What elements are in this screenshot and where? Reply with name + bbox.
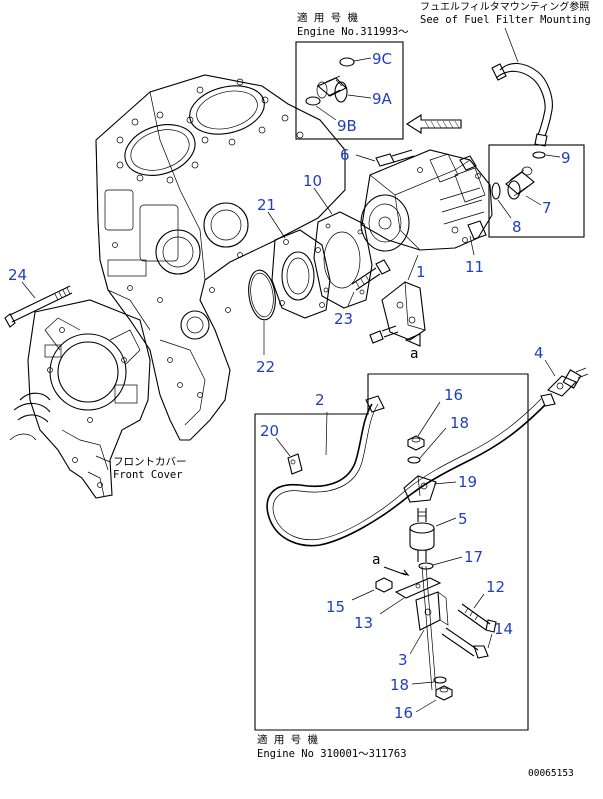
callout-3: 3: [398, 651, 408, 669]
callout-23: 23: [334, 310, 353, 328]
callout-5: 5: [458, 510, 468, 528]
reference-marker-a-bottom: a: [372, 552, 410, 577]
svg-text:a: a: [410, 346, 418, 362]
fuel-pipe-2: [266, 393, 556, 547]
callout-13: 13: [354, 614, 373, 632]
bolt-23: [351, 259, 391, 291]
callout-12: 12: [486, 578, 505, 596]
callout-7: 7: [542, 199, 552, 217]
callout-22: 22: [256, 358, 275, 376]
engine-block: [95, 74, 346, 441]
bolt-12: [457, 603, 497, 633]
front-cover: [27, 299, 151, 499]
fitting-7-drawing: [505, 166, 535, 200]
bolt-14: [441, 627, 489, 659]
inset-box-current-parts: [488, 144, 585, 238]
callout-1: 1: [416, 263, 426, 281]
callout-16-bottom: 16: [394, 704, 413, 722]
front-cover-label-en: Front Cover: [113, 469, 183, 481]
engine-number-bottom: Engine No 310001～311763: [257, 748, 407, 760]
flange-21: [271, 229, 331, 319]
callout-16-top: 16: [444, 386, 463, 404]
clip-20: [287, 453, 303, 475]
callout-18-top: 18: [450, 414, 469, 432]
o-ring-9B: [305, 96, 321, 106]
callout-9B: 9B: [337, 117, 357, 135]
fuel-filter-note-en: See of Fuel Filter Mounting: [420, 14, 591, 26]
callout-17: 17: [464, 548, 483, 566]
callout-4: 4: [534, 344, 544, 362]
bottom-inset-box: [254, 373, 529, 731]
arrow-inset-to-pump: [405, 113, 462, 135]
applicable-label-bottom: 適 用 号 機: [257, 733, 318, 746]
bolt-24: [4, 285, 73, 328]
fuel-filter-note-jp: フュエルフィルタマウンティング参照: [420, 0, 589, 13]
reference-marker-a-top: a: [404, 333, 421, 362]
injection-pump-1: [360, 149, 493, 252]
fitting-9A-drawing: [316, 75, 348, 103]
clamp-19: [403, 475, 437, 503]
gasket-10: [313, 211, 373, 309]
svg-text:a: a: [372, 552, 380, 568]
washer-18-top: [407, 456, 421, 464]
callout-19: 19: [458, 473, 477, 491]
fuel-line-to-filter: [491, 62, 553, 147]
callout-9A: 9A: [372, 90, 393, 108]
callout-24: 24: [8, 266, 27, 284]
front-cover-label-jp: フロントカバー: [113, 456, 187, 468]
callout-2: 2: [315, 391, 325, 409]
applicable-label-top: 適 用 号 機: [297, 11, 358, 24]
rubber-mount-5: [409, 508, 435, 562]
nut-16-bottom: [435, 685, 453, 701]
bracket-bolt: [369, 325, 399, 344]
callout-20: 20: [260, 422, 279, 440]
engine-number-top: Engine No.311993～: [297, 26, 409, 38]
callout-9C: 9C: [372, 50, 392, 68]
callout-14: 14: [494, 620, 513, 638]
pressure-sensor-4: [547, 367, 589, 397]
o-ring-8: [491, 182, 501, 200]
inset-box-early-parts: [295, 41, 404, 140]
callout-18-bottom: 18: [390, 676, 409, 694]
document-number: 00065153: [528, 768, 574, 779]
bracket-13: [394, 577, 442, 599]
callout-8: 8: [512, 218, 522, 236]
callout-21: 21: [257, 196, 276, 214]
callout-15: 15: [326, 598, 345, 616]
nut-15: [375, 577, 393, 593]
o-ring-9: [532, 151, 546, 159]
callout-10: 10: [303, 172, 322, 190]
callout-6: 6: [340, 146, 350, 164]
washer-18-bottom: [433, 676, 447, 684]
o-ring-22: [248, 269, 276, 321]
front-cover-gasket: [9, 392, 51, 441]
nut-16-top: [407, 435, 425, 451]
callout-11: 11: [465, 258, 484, 276]
callout-9: 9: [561, 149, 571, 167]
pump-bracket: [381, 281, 426, 341]
bolt-6: [375, 149, 415, 167]
o-ring-9C: [339, 57, 355, 67]
bracket-3: [415, 591, 449, 631]
